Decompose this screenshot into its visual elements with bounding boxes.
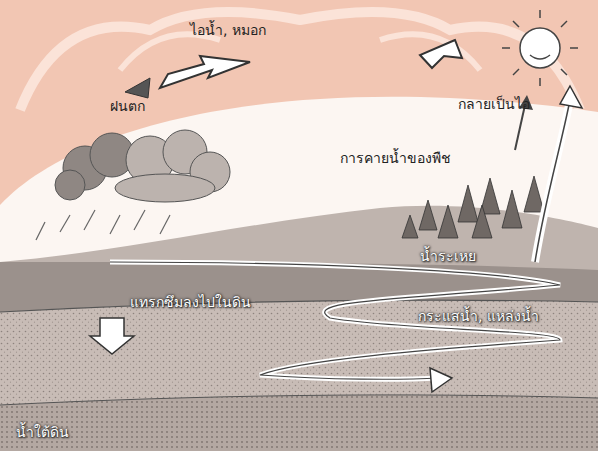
stream-label: กระแสน้ำ, แหล่งน้ำ <box>418 308 539 326</box>
infiltration-label: แทรกซึมลงไปในดิน <box>130 294 251 312</box>
evaporating-water-label: น้ำระเหย <box>420 248 476 266</box>
rain-label: ฝนตก <box>110 98 145 116</box>
vapor-label: ไอน้ำ, หมอก <box>190 22 266 40</box>
evaporation-label: กลายเป็นไอ <box>458 96 530 114</box>
transpiration-label: การคายน้ำของพืช <box>340 150 451 168</box>
groundwater-label: น้ำใต้ดิน <box>16 424 69 442</box>
